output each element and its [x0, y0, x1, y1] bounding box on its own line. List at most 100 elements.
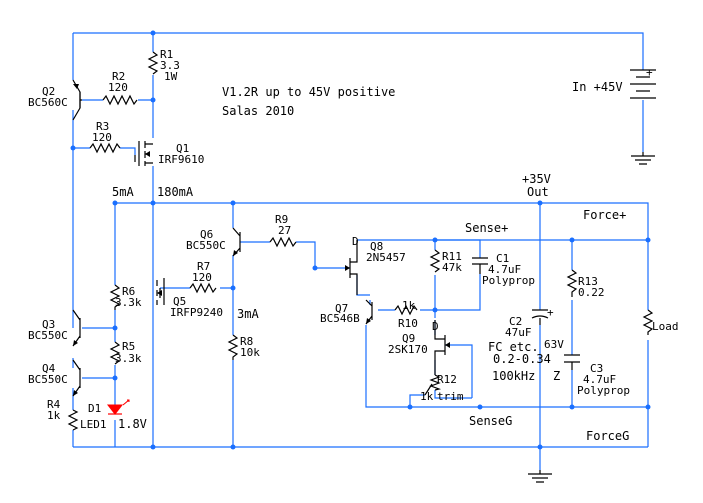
ground-symbol-output: [528, 470, 552, 483]
input-label: In +45V: [572, 80, 623, 94]
force-g-label: ForceG: [586, 429, 629, 443]
z-label: Z: [553, 369, 560, 383]
led-voltage-label: 1.8V: [118, 417, 147, 431]
c1-ref: C1: [496, 252, 509, 265]
c1-symbol: [472, 257, 488, 274]
force-plus-label: Force+: [583, 208, 626, 222]
q6-part: BC550C: [186, 239, 226, 252]
r8-value: 10k: [240, 346, 260, 359]
r5-ref: R5: [122, 340, 135, 353]
r2-symbol: [102, 94, 138, 106]
author-text: Salas 2010: [222, 104, 294, 118]
r12-symbol: [429, 374, 442, 391]
d1-part: LED1: [80, 418, 107, 431]
r9-ref: R9: [275, 213, 288, 226]
c2-value: 47uF: [505, 326, 532, 339]
r2-value: 120: [108, 81, 128, 94]
r4-ref: R4: [47, 398, 61, 411]
r4-symbol: [67, 409, 79, 431]
led-symbol: [106, 399, 130, 415]
q2-part: BC560C: [28, 96, 68, 109]
r11-symbol: [429, 249, 441, 273]
output-label: Out: [527, 185, 549, 199]
r3-value: 120: [92, 131, 112, 144]
r13-value: 0.22: [578, 286, 605, 299]
r3-symbol: [89, 142, 121, 154]
q1-symbol: [134, 141, 153, 166]
svg-text:+: +: [547, 306, 554, 319]
q3-ref: Q3: [42, 318, 55, 331]
c1-value: 4.7uF: [488, 263, 521, 276]
r11-ref: R11: [442, 250, 462, 263]
q8-ref: Q8: [370, 240, 383, 253]
c3-type: Polyprop: [577, 384, 630, 397]
sense-plus-label: Sense+: [465, 221, 508, 235]
q6-ref: Q6: [200, 228, 213, 241]
r7-ref: R7: [197, 260, 210, 273]
r8-ref: R8: [240, 335, 253, 348]
r10-symbol: [394, 304, 418, 316]
battery-symbol: +: [630, 66, 656, 99]
current-180ma-label: 180mA: [157, 185, 194, 199]
q6-symbol: [232, 227, 241, 257]
r1-extra: 1W: [164, 70, 178, 83]
r10-ref: R10: [398, 317, 418, 330]
r6-ref: R6: [122, 285, 135, 298]
r9-value: 27: [278, 224, 291, 237]
q9-part: 2SK170: [388, 343, 428, 356]
q7-symbol: [365, 299, 373, 325]
c3-symbol: [564, 354, 580, 370]
r7-symbol: [189, 282, 217, 294]
r8-symbol: [227, 334, 239, 360]
q1-ref: Q1: [176, 142, 189, 155]
sense-g-label: SenseG: [469, 414, 512, 428]
r6-value: 3.3k: [115, 296, 142, 309]
d1-ref: D1: [88, 402, 101, 415]
q7-part: BC546B: [320, 312, 360, 325]
r10-value: 1k: [402, 299, 416, 312]
r1-ref: R1: [160, 48, 173, 61]
c1-type: Polyprop: [482, 274, 535, 287]
current-3ma-label: 3mA: [237, 307, 259, 321]
q5-symbol: [156, 278, 165, 305]
c3-value: 4.7uF: [583, 373, 616, 386]
load-symbol: [642, 309, 654, 335]
q5-part: IRFP9240: [170, 306, 223, 319]
r5-value: 3.3k: [115, 352, 142, 365]
freq-note: 100kHz: [492, 369, 535, 383]
svg-text:+: +: [646, 66, 653, 79]
z-note: 0.2-0.34: [493, 352, 551, 366]
load-label: Load: [652, 320, 679, 333]
r7-value: 120: [192, 271, 212, 284]
c2-symbol: +: [531, 306, 554, 325]
r12-extra: trim: [437, 390, 464, 403]
c2-voltage: 63V: [544, 338, 564, 351]
q2-symbol: [72, 79, 82, 121]
q7-ref: Q7: [335, 302, 348, 315]
q2-ref: Q2: [42, 85, 55, 98]
r13-ref: R13: [578, 275, 598, 288]
q3-part: BC550C: [28, 329, 68, 342]
title-text: V1.2R up to 45V positive: [222, 85, 395, 99]
r3-ref: R3: [96, 120, 109, 133]
q4-part: BC550C: [28, 373, 68, 386]
r12-wiper: [424, 383, 433, 396]
r1-value: 3.3: [160, 59, 180, 72]
junctions: [70, 30, 651, 450]
q4-symbol: [72, 359, 81, 397]
ground-symbol: [631, 152, 655, 165]
r12-value: 1k: [420, 390, 434, 403]
q9-pin: D: [432, 320, 439, 333]
q8-pin: D: [352, 235, 359, 248]
c3-ref: C3: [590, 362, 603, 375]
q9-ref: Q9: [402, 332, 415, 345]
q1-part: IRF9610: [158, 153, 204, 166]
r9-symbol: [269, 236, 297, 248]
r13-symbol: [566, 269, 578, 297]
q8-symbol: [345, 240, 358, 295]
q4-ref: Q4: [42, 362, 56, 375]
r6-symbol: [109, 284, 121, 310]
r11-value: 47k: [442, 261, 462, 274]
output-voltage-label: +35V: [522, 172, 551, 186]
